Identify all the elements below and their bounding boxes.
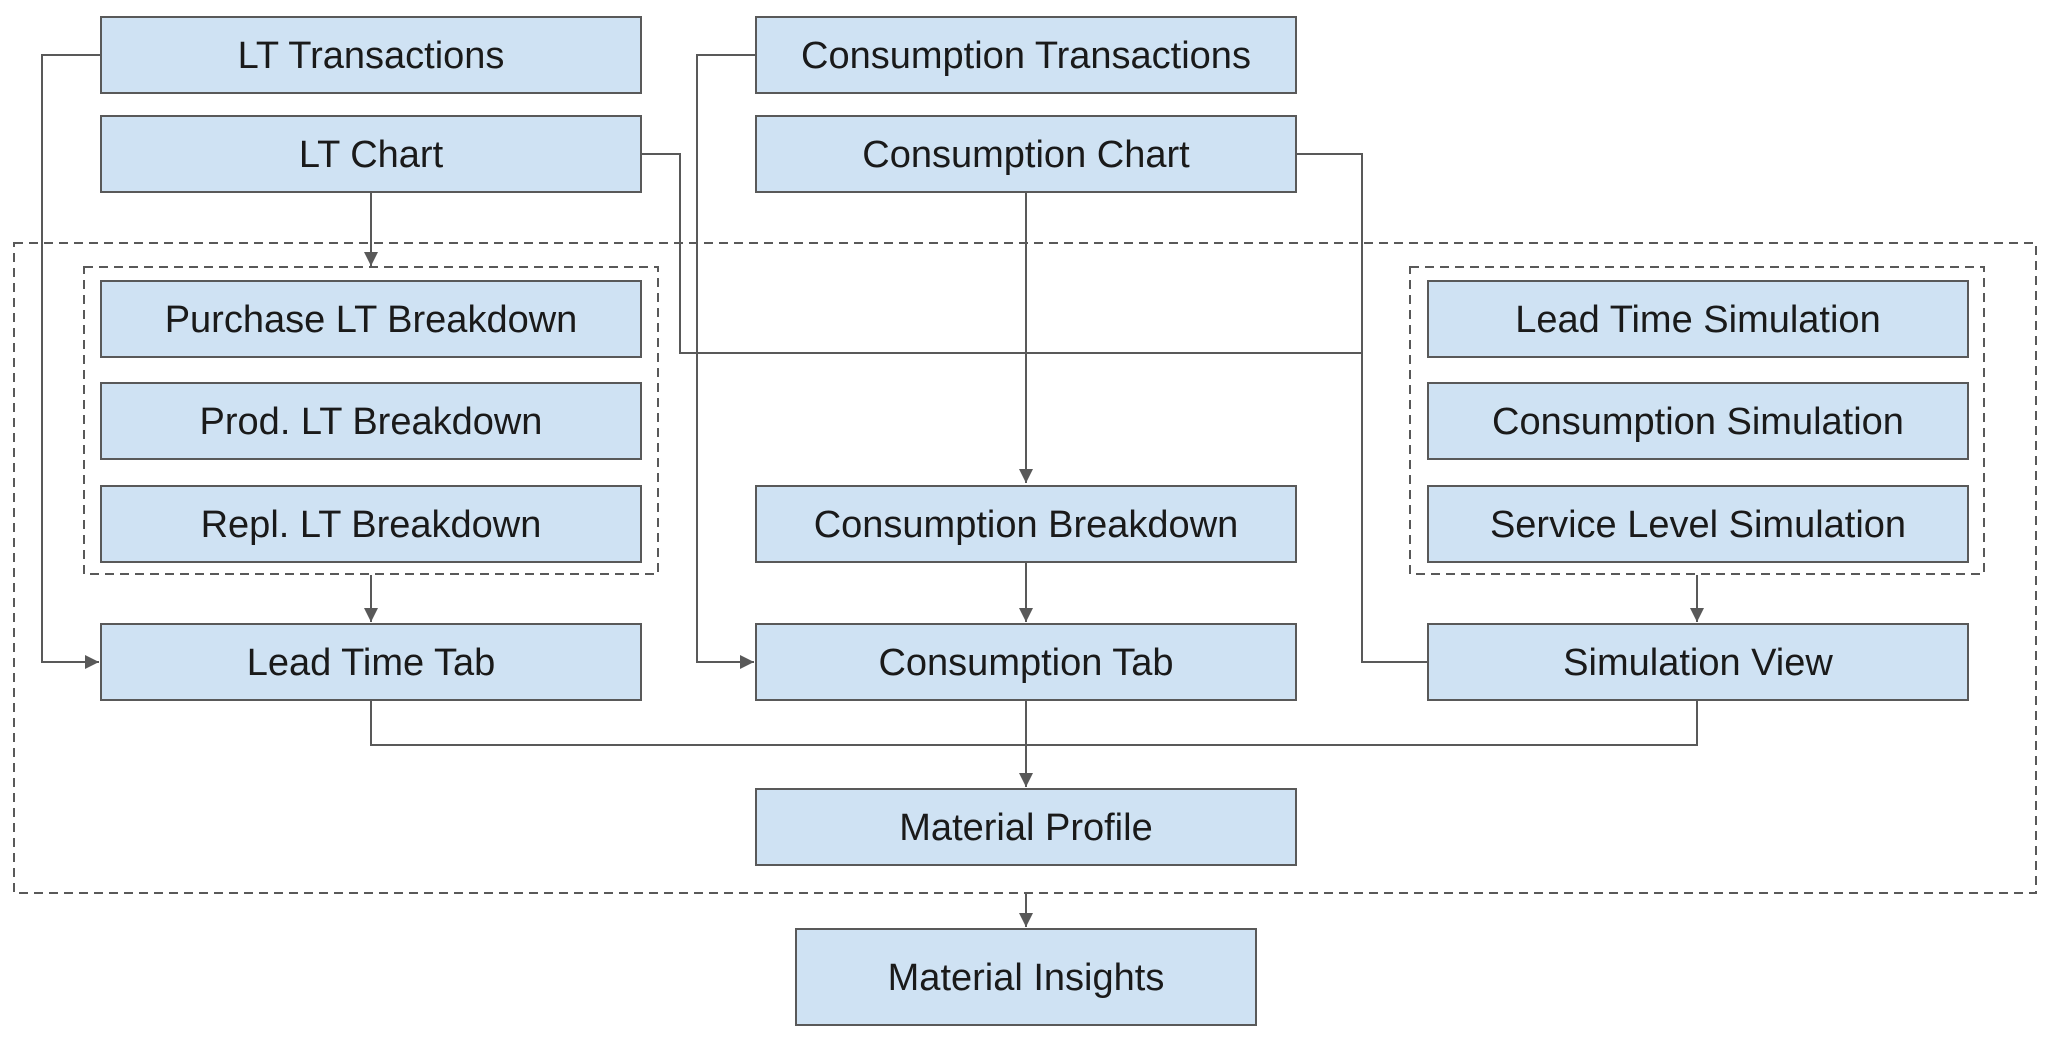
node-lead-time-tab: Lead Time Tab [100, 623, 642, 701]
node-consumption-tab: Consumption Tab [755, 623, 1297, 701]
node-label: Prod. LT Breakdown [200, 401, 543, 443]
lead-time-breakdown-group [83, 266, 659, 575]
node-label: Consumption Simulation [1492, 401, 1904, 443]
node-consumption-chart: Consumption Chart [755, 115, 1297, 193]
node-label: Repl. LT Breakdown [201, 504, 542, 546]
node-material-insights: Material Insights [795, 928, 1257, 1026]
node-label: Purchase LT Breakdown [165, 299, 578, 341]
node-lt-transactions: LT Transactions [100, 16, 642, 94]
node-lt-chart: LT Chart [100, 115, 642, 193]
node-label: Service Level Simulation [1490, 504, 1906, 546]
node-repl-lt-breakdown: Repl. LT Breakdown [100, 485, 642, 563]
node-label: Consumption Transactions [801, 35, 1251, 77]
node-label: LT Transactions [238, 35, 505, 77]
node-label: Consumption Chart [862, 134, 1190, 176]
node-consumption-transactions: Consumption Transactions [755, 16, 1297, 94]
edge-lt-transactions-to-lead-time-tab [41, 54, 101, 669]
node-label: Lead Time Tab [247, 642, 496, 684]
edges [41, 54, 1704, 927]
edge-consumption-chart-to-simulation-view [1296, 153, 1428, 663]
node-consumption-breakdown: Consumption Breakdown [755, 485, 1297, 563]
edge-lt-chart-to-simulation [641, 153, 1362, 354]
node-label: Consumption Tab [878, 642, 1173, 684]
node-label: Simulation View [1563, 642, 1833, 684]
node-lead-time-simulation: Lead Time Simulation [1427, 280, 1969, 358]
node-simulation-view: Simulation View [1427, 623, 1969, 701]
edge-lead-time-tab-to-material-profile [370, 701, 1698, 746]
node-purchase-lt-breakdown: Purchase LT Breakdown [100, 280, 642, 358]
node-consumption-simulation: Consumption Simulation [1427, 382, 1969, 460]
node-label: Consumption Breakdown [814, 504, 1239, 546]
node-prod-lt-breakdown: Prod. LT Breakdown [100, 382, 642, 460]
node-label: Material Profile [899, 807, 1152, 849]
node-label: LT Chart [299, 134, 444, 176]
node-service-level-simulation: Service Level Simulation [1427, 485, 1969, 563]
node-label: Lead Time Simulation [1515, 299, 1880, 341]
simulation-group [1409, 266, 1985, 575]
node-label: Material Insights [888, 957, 1165, 999]
node-material-profile: Material Profile [755, 788, 1297, 866]
edge-consumption-transactions-to-consumption-tab [696, 54, 756, 669]
